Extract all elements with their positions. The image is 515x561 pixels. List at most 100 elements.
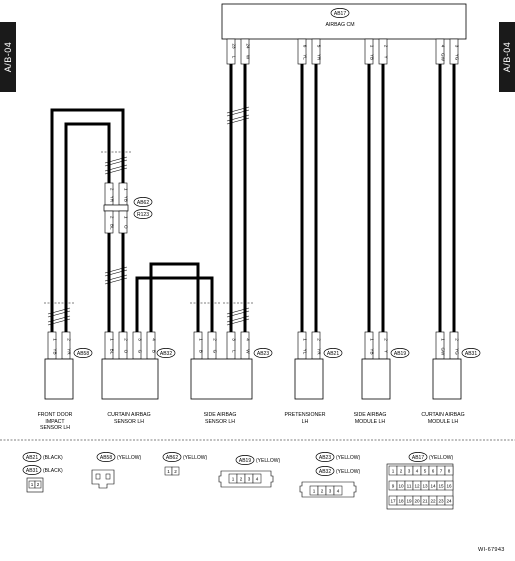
legend-c6-row3-pin: 23 bbox=[438, 498, 444, 503]
airbag-cm-0-pin-text: 23L bbox=[232, 43, 237, 58]
component-5-connector-code: AB31 bbox=[465, 351, 477, 357]
legend-c6-row3-pin: 18 bbox=[398, 498, 404, 503]
legend-c6-row2-cell bbox=[444, 480, 454, 491]
break-cm-lw-2-break-a bbox=[226, 114, 250, 122]
component-0-1-pin-box bbox=[61, 331, 71, 360]
airbag-cm-5-pin-box bbox=[378, 38, 388, 65]
component-2-connector-oval bbox=[253, 348, 273, 358]
legend-c3-pin: 2 bbox=[174, 469, 177, 474]
component-4-1-pin-box bbox=[378, 331, 388, 360]
break-inline-2-break-a bbox=[104, 164, 128, 172]
legend-c6-row3-pin: 19 bbox=[406, 498, 412, 503]
legend-ab23-code: AB23 bbox=[319, 455, 331, 461]
airbag-cm-title: AIRBAG CM bbox=[325, 22, 354, 28]
inline-connector-body bbox=[103, 204, 129, 212]
airbag-cm-2-pin-text: 6YL bbox=[303, 45, 308, 61]
legend-c2-pin-b bbox=[105, 473, 111, 480]
break-front-2-break-b bbox=[47, 318, 71, 326]
legend-ab31-oval bbox=[22, 465, 42, 475]
break-inline-2-break-b bbox=[104, 167, 128, 175]
legend-c5-cell bbox=[333, 485, 343, 496]
legend-ab19-oval bbox=[235, 455, 255, 465]
component-2-3-pin-box bbox=[240, 331, 250, 360]
inline-top-0-pin-text: 2YR bbox=[110, 188, 115, 203]
component-3-body bbox=[294, 358, 324, 400]
component-1-1-pin-number: 2 bbox=[124, 338, 129, 341]
component-5-1-pin-number: 2 bbox=[455, 338, 460, 341]
airbag-cm-7-pin-number: 3 bbox=[455, 45, 460, 48]
legend-ab19-color: (YELLOW) bbox=[256, 458, 281, 464]
component-2-1-pin-number: 2 bbox=[213, 338, 218, 341]
component-5-1-pin-text: 2YG bbox=[455, 338, 460, 355]
legend-c6-row1-cell bbox=[444, 465, 454, 476]
airbag-cm-2-pin-number: 6 bbox=[303, 45, 308, 48]
component-1-connector-code: AB32 bbox=[160, 351, 172, 357]
legend-c6-row1-pin: 5 bbox=[424, 468, 427, 473]
legend-c2-housing bbox=[91, 469, 115, 489]
legend-c5-pin: 3 bbox=[329, 488, 332, 493]
legend-c6-row1-pin: 6 bbox=[432, 468, 435, 473]
airbag-cm-6-pin-text: 4GW bbox=[441, 45, 446, 62]
airbag-cm-7-wire-color: YG bbox=[455, 54, 460, 61]
component-1-3-pin-text: 4B bbox=[152, 338, 157, 353]
figure-id: WI-67943 bbox=[478, 547, 505, 553]
legend-ab23-oval bbox=[315, 452, 335, 462]
component-2-0-wire-color: B bbox=[199, 350, 204, 353]
airbag-cm-4-wire-color: YB bbox=[370, 54, 375, 60]
break-front-2-break-a bbox=[47, 315, 71, 323]
legend-c6-row1-pin: 3 bbox=[408, 468, 411, 473]
component-2-0-pin-box bbox=[193, 331, 203, 360]
legend-ab58-color: (YELLOW) bbox=[117, 455, 142, 461]
airbag-cm-4-pin-text: 1YB bbox=[370, 45, 375, 60]
legend-c6-row3-pin: 21 bbox=[422, 498, 428, 503]
component-2-2-pin-text: 3L bbox=[232, 338, 237, 353]
legend-ab31-color: (BLACK) bbox=[43, 468, 63, 474]
component-1-0-pin-text: 1BL bbox=[110, 338, 115, 354]
airbag-cm-3-pin-number: 5 bbox=[317, 45, 322, 48]
component-2-1-pin-text: 2G bbox=[213, 338, 218, 353]
legend-ab32-code: AB32 bbox=[319, 469, 331, 475]
component-0-0-pin-number: 1 bbox=[53, 338, 58, 341]
legend-c6-row2-pin: 11 bbox=[407, 483, 412, 488]
component-5-body bbox=[432, 358, 462, 400]
component-1-3-pin-box bbox=[146, 331, 156, 360]
inline-top-1-pin-number: 1 bbox=[124, 188, 129, 191]
component-1-0-pin-number: 1 bbox=[110, 338, 115, 341]
component-2-connector-code: AB23 bbox=[257, 351, 269, 357]
break-side-2-break-b bbox=[226, 318, 250, 326]
component-5-0-pin-number: 1 bbox=[441, 338, 446, 341]
legend-c6-row1-pin: 1 bbox=[392, 468, 395, 473]
inline-bot-0-pin-number: 2 bbox=[110, 216, 115, 219]
legend-c3-pin: 1 bbox=[167, 469, 170, 474]
component-5-connector-oval bbox=[461, 348, 481, 358]
component-5-0-pin-text: 1GW bbox=[441, 338, 446, 356]
break-front-1-break-b bbox=[47, 310, 71, 318]
component-2-3-pin-number: 4 bbox=[246, 338, 251, 341]
break-side-2-break-a bbox=[226, 315, 250, 323]
component-3-1-pin-box bbox=[311, 331, 321, 360]
component-1-0-wire-color: BL bbox=[110, 349, 115, 355]
component-4-0-wire-color: YB bbox=[370, 348, 375, 354]
inline-ab62-code: AB62 bbox=[137, 200, 149, 206]
inline-bot-1-wire-color: O bbox=[124, 225, 129, 229]
component-0-0-pin-text: 1YB bbox=[53, 338, 58, 354]
break-cm-lw-1-break-a bbox=[226, 106, 250, 114]
legend-c6-row3-pin: 20 bbox=[414, 498, 420, 503]
legend-c4-pin: 4 bbox=[256, 476, 259, 481]
component-3-0-pin-number: 1 bbox=[303, 338, 308, 341]
legend-c6-row1-pin: 7 bbox=[440, 468, 443, 473]
inline-bot-0-wire-color: BL bbox=[110, 224, 115, 230]
airbag-cm-7-pin-text: 3YG bbox=[455, 45, 460, 61]
airbag-cm-1-pin-text: 24W bbox=[246, 43, 251, 59]
inline-bot-0-pin-box bbox=[104, 210, 114, 234]
component-3-connector-oval bbox=[323, 348, 343, 358]
section-tab-left: A/B-04 bbox=[0, 22, 16, 92]
break-curtain-1-break-b bbox=[104, 269, 128, 277]
component-2-body bbox=[190, 358, 253, 400]
component-4-1-wire-color: Y bbox=[384, 350, 389, 353]
legend-ab17-color: (YELLOW) bbox=[429, 455, 454, 461]
component-1-2-wire-color: G bbox=[138, 350, 143, 354]
legend-c4-cell bbox=[252, 473, 262, 484]
component-1-body bbox=[101, 358, 159, 400]
airbag-cm-6-wire-color: GW bbox=[441, 53, 446, 62]
